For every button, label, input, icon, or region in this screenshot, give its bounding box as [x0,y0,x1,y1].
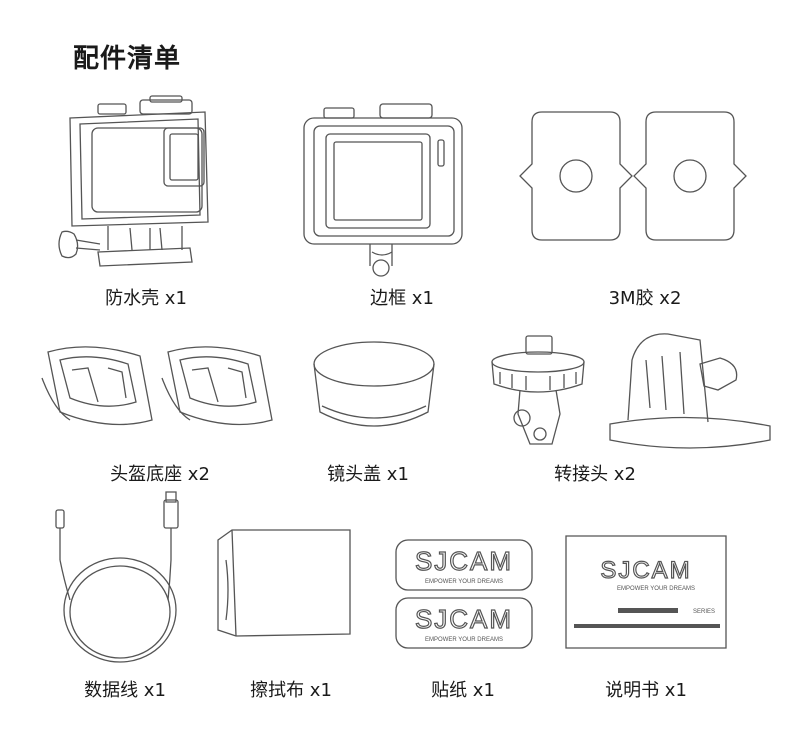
item-label-adapter: 转接头 x2 [554,464,636,485]
sticker-slogan-1: EMPOWER YOUR DREAMS [425,579,503,585]
item-label-sticker: 贴纸 x1 [431,680,495,701]
manual-brand: SJCAM [600,557,691,584]
item-label-waterproof-case: 防水壳 x1 [105,288,187,309]
item-label-helmet-mount: 头盔底座 x2 [110,464,210,485]
sticker-brand-1: SJCAM [415,546,513,576]
page-title: 配件清单 [73,44,182,74]
item-label-lens-cap: 镜头盖 x1 [327,464,409,485]
sticker-brand-2: SJCAM [415,604,513,634]
item-label-cleaning-cloth: 擦拭布 x1 [250,680,332,701]
item-label-usb-cable: 数据线 x1 [84,680,166,701]
item-label-frame: 边框 x1 [370,288,434,309]
sticker-slogan-2: EMPOWER YOUR DREAMS [425,637,503,643]
item-label-manual: 说明书 x1 [605,680,687,701]
manual-slogan: EMPOWER YOUR DREAMS [617,586,695,592]
item-label-3m-adhesive: 3M胶 x2 [608,288,682,309]
manual-series: SERIES [693,609,715,615]
